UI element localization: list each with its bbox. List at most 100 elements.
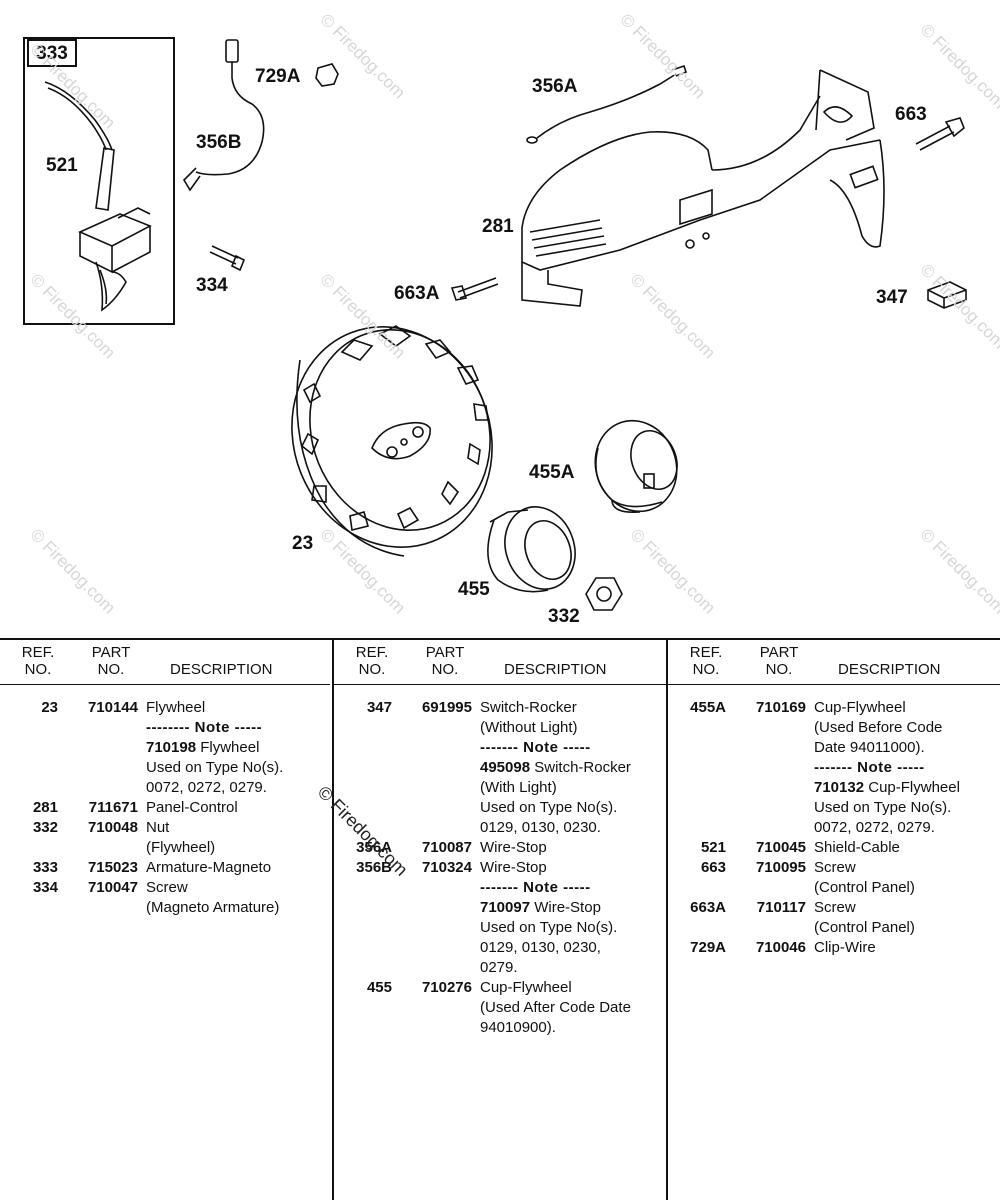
- description-text: Wire-Stop: [480, 839, 547, 856]
- row-line: (Used After Code Date: [334, 998, 666, 1018]
- row-line: (With Light): [334, 778, 666, 798]
- alt-part-number: 495098: [480, 759, 531, 776]
- exploded-view-drawing: [44, 39, 967, 611]
- note-line: -------- Note -----: [146, 719, 263, 736]
- row-line: (Without Light): [334, 718, 666, 738]
- callout-455: 455: [458, 579, 490, 600]
- description-header: DESCRIPTION: [504, 661, 607, 678]
- part-number: 711671: [88, 799, 138, 816]
- ref-number: 23: [41, 699, 58, 716]
- row-line: 0129, 0130, 0230,: [334, 938, 666, 958]
- ref-number: 347: [366, 699, 392, 716]
- description-text: Used on Type No(s).: [480, 799, 618, 816]
- ref-no-header: REF.NO.: [21, 644, 55, 678]
- wire-stop-b-illustration: [182, 39, 265, 192]
- callout-347: 347: [876, 287, 908, 308]
- alt-part-description: Wire-Stop: [530, 899, 601, 916]
- callout-356B: 356B: [196, 132, 242, 153]
- description-text: Cup-Flywheel: [814, 699, 906, 716]
- ref-number: 521: [700, 839, 726, 856]
- callout-23: 23: [292, 533, 314, 554]
- row-line: 0072, 0272, 0279.: [668, 818, 1000, 838]
- table-row: 281 711671 Panel-Control: [0, 798, 330, 818]
- row-line: ------- Note -----: [334, 738, 666, 758]
- description-text: 710198 Flywheel: [146, 738, 259, 758]
- row-line: -------- Note -----: [0, 718, 330, 738]
- alt-part-description: Cup-Flywheel: [864, 779, 960, 796]
- description-text: Used on Type No(s).: [146, 759, 284, 776]
- ref-number: 356A: [356, 839, 392, 856]
- ref-number: 281: [32, 799, 58, 816]
- row-line: (Magneto Armature): [0, 898, 330, 918]
- alt-part-number: 710198: [146, 739, 197, 756]
- row-line: 0279.: [334, 958, 666, 978]
- row-line: Used on Type No(s).: [334, 918, 666, 938]
- screw-663-illustration: [915, 117, 965, 151]
- description-text: Panel-Control: [146, 799, 238, 816]
- description-text: 0129, 0130, 0230.: [480, 819, 601, 836]
- ref-number: 729A: [690, 939, 726, 956]
- callout-356A: 356A: [532, 76, 578, 97]
- ref-no-header: REF.NO.: [689, 644, 723, 678]
- row-line: 710097 Wire-Stop: [334, 898, 666, 918]
- row-line: Used on Type No(s).: [668, 798, 1000, 818]
- description-text: 94010900).: [480, 1019, 556, 1036]
- part-number: 710047: [87, 879, 138, 896]
- callout-729A: 729A: [255, 66, 301, 87]
- part-number: 710048: [87, 819, 138, 836]
- callout-281: 281: [482, 216, 514, 237]
- description-text: Shield-Cable: [814, 839, 900, 856]
- description-text: (Control Panel): [814, 879, 915, 896]
- row-line: 94010900).: [334, 1018, 666, 1038]
- part-number: 715023: [87, 859, 138, 876]
- description-text: Screw: [814, 899, 856, 916]
- armature-magneto-illustration: [44, 81, 152, 312]
- screw-663A-illustration: [450, 277, 499, 301]
- control-panel-illustration: [521, 69, 885, 307]
- row-line: (Control Panel): [668, 918, 1000, 938]
- row-line: 495098 Switch-Rocker: [334, 758, 666, 778]
- description-text: (Flywheel): [146, 839, 216, 856]
- description-text: (Used Before Code: [814, 719, 943, 736]
- description-text: 0279.: [480, 959, 518, 976]
- row-line: 0129, 0130, 0230.: [334, 818, 666, 838]
- ref-number: 663: [700, 859, 726, 876]
- description-text: Armature-Magneto: [146, 859, 272, 876]
- description-text: (Used After Code Date: [480, 999, 631, 1016]
- description-text: Screw: [814, 859, 856, 876]
- description-text: (Control Panel): [814, 919, 915, 936]
- clip-wire-illustration: [315, 63, 339, 87]
- part-number: 710045: [755, 839, 806, 856]
- row-line: Date 94011000).: [668, 738, 1000, 758]
- callout-332: 332: [548, 606, 580, 627]
- note-line: ------- Note -----: [480, 879, 591, 896]
- description-text: Clip-Wire: [814, 939, 876, 956]
- flywheel-illustration: [291, 325, 493, 557]
- row-line: Used on Type No(s).: [0, 758, 330, 778]
